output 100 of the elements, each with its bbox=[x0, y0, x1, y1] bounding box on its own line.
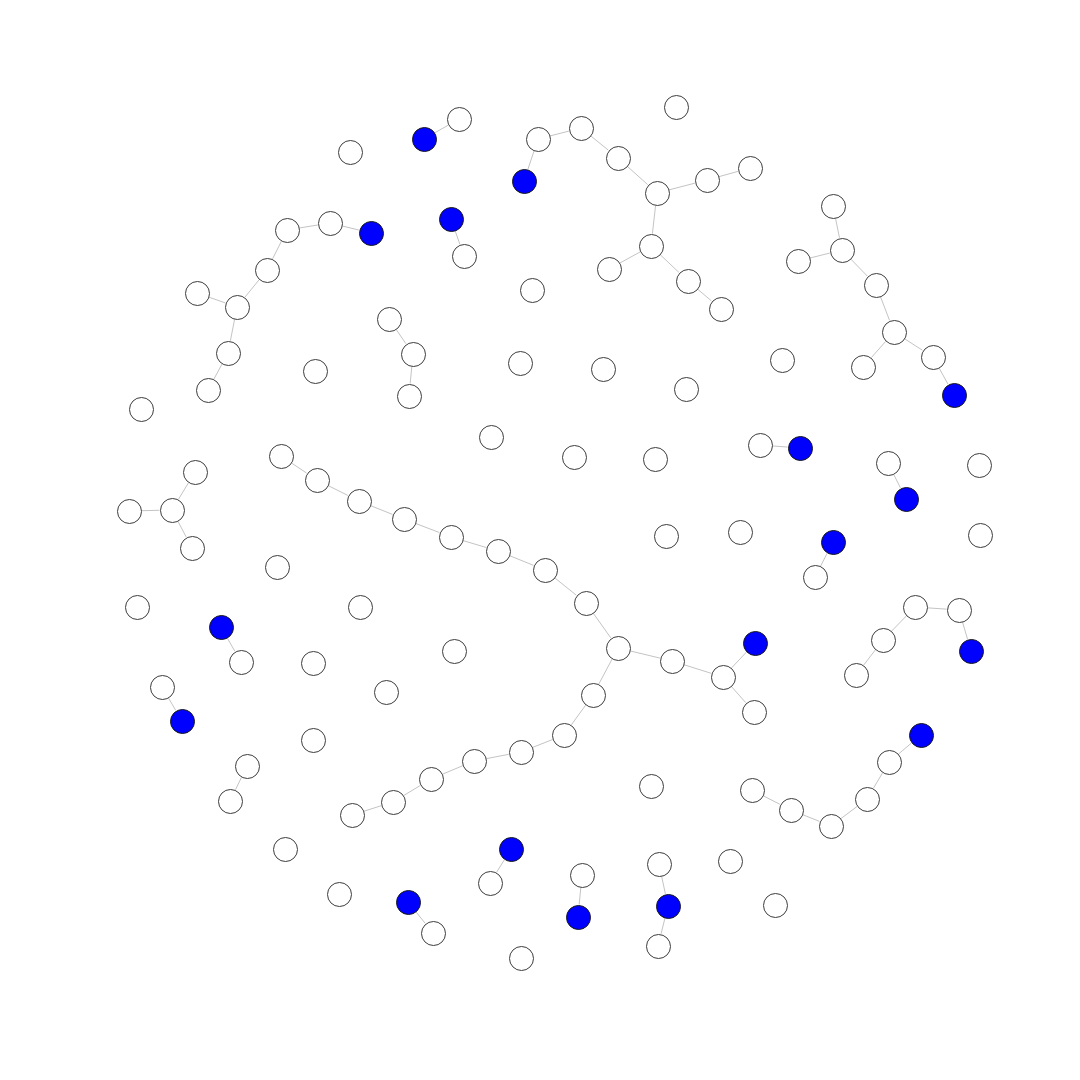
filled-node bbox=[208, 614, 234, 640]
graph-node bbox=[785, 248, 811, 274]
graph-node bbox=[638, 773, 664, 799]
graph-node bbox=[268, 443, 294, 469]
graph-node bbox=[653, 523, 679, 549]
edge-line bbox=[462, 540, 487, 548]
graph-node bbox=[659, 648, 685, 674]
graph-node bbox=[820, 193, 846, 219]
filled-node bbox=[358, 220, 384, 246]
filled-node bbox=[742, 630, 768, 656]
graph-node bbox=[769, 347, 795, 373]
graph-node bbox=[254, 257, 280, 283]
filled-node bbox=[498, 836, 524, 862]
graph-node bbox=[507, 350, 533, 376]
graph-node bbox=[580, 682, 606, 708]
graph-node bbox=[573, 590, 599, 616]
graph-node bbox=[274, 217, 300, 243]
graph-node bbox=[818, 813, 844, 839]
graph-node bbox=[717, 848, 743, 874]
edge-line bbox=[962, 621, 968, 640]
graph-node bbox=[646, 851, 672, 877]
edge-line bbox=[731, 651, 747, 669]
edge-line bbox=[527, 150, 535, 170]
edge-line bbox=[809, 252, 831, 259]
graph-node bbox=[438, 524, 464, 550]
graph-node bbox=[876, 749, 902, 775]
graph-node bbox=[863, 272, 889, 298]
graph-node bbox=[525, 126, 551, 152]
edge-line bbox=[771, 445, 789, 448]
edge-line bbox=[926, 607, 948, 610]
graph-node bbox=[644, 180, 670, 206]
graph-node bbox=[302, 358, 328, 384]
edge-line bbox=[509, 555, 534, 566]
edge-line bbox=[442, 765, 463, 775]
graph-node bbox=[451, 243, 477, 269]
graph-node bbox=[337, 139, 363, 165]
graph-node bbox=[317, 210, 343, 236]
filled-node bbox=[395, 889, 421, 915]
graph-node bbox=[304, 467, 330, 493]
graph-node bbox=[638, 233, 664, 259]
graph-node bbox=[339, 802, 365, 828]
graph-node bbox=[551, 722, 577, 748]
graph-node bbox=[326, 881, 352, 907]
graph-node bbox=[184, 280, 210, 306]
graph-node bbox=[441, 638, 467, 664]
graph-node bbox=[446, 106, 472, 132]
edge-line bbox=[454, 230, 461, 245]
graph-node bbox=[605, 145, 631, 171]
filled-node bbox=[893, 486, 919, 512]
edge-line bbox=[590, 135, 609, 151]
graph-node bbox=[376, 306, 402, 332]
graph-node bbox=[946, 597, 972, 623]
filled-node bbox=[941, 382, 967, 408]
graph-node bbox=[727, 519, 753, 545]
edge-line bbox=[415, 911, 426, 924]
graph-node bbox=[762, 892, 788, 918]
edge-line bbox=[409, 365, 413, 385]
edge-line bbox=[298, 224, 319, 229]
graph-node bbox=[778, 797, 804, 823]
graph-node bbox=[149, 674, 175, 700]
edge-line bbox=[549, 130, 570, 137]
edge-line bbox=[370, 505, 393, 515]
graph-node bbox=[870, 627, 896, 653]
graph-node bbox=[224, 294, 250, 320]
graph-node bbox=[850, 354, 876, 380]
graph-node bbox=[569, 862, 595, 888]
graph-node bbox=[182, 459, 208, 485]
edge-line bbox=[661, 875, 666, 895]
filled-node bbox=[908, 722, 934, 748]
graph-node bbox=[568, 115, 594, 141]
graph-node bbox=[875, 450, 901, 476]
edge-line bbox=[850, 258, 868, 277]
graph-node bbox=[508, 739, 534, 765]
filled-node bbox=[787, 435, 813, 461]
graph-node bbox=[532, 557, 558, 583]
edge-line bbox=[141, 509, 160, 512]
graph-node bbox=[739, 777, 765, 803]
graph-node bbox=[902, 594, 928, 620]
edge-line bbox=[683, 664, 712, 674]
edge-line bbox=[629, 650, 661, 659]
graph-node bbox=[217, 788, 243, 814]
graph-node bbox=[605, 635, 631, 661]
edge-line bbox=[229, 318, 236, 342]
graph-node bbox=[478, 424, 504, 450]
graph-node bbox=[596, 256, 622, 282]
filled-node bbox=[411, 126, 437, 152]
graph-node bbox=[747, 432, 773, 458]
graph-node bbox=[967, 522, 993, 548]
graph-node bbox=[300, 727, 326, 753]
graph-node bbox=[396, 383, 422, 409]
graph-node bbox=[116, 498, 142, 524]
edge-line bbox=[177, 482, 190, 500]
edge-line bbox=[835, 217, 840, 239]
edge-line bbox=[578, 886, 582, 906]
graph-node bbox=[215, 340, 241, 366]
graph-node bbox=[159, 497, 185, 523]
edge-line bbox=[898, 742, 912, 755]
edge-line bbox=[668, 182, 696, 191]
graph-node bbox=[843, 662, 869, 688]
graph-node bbox=[920, 344, 946, 370]
